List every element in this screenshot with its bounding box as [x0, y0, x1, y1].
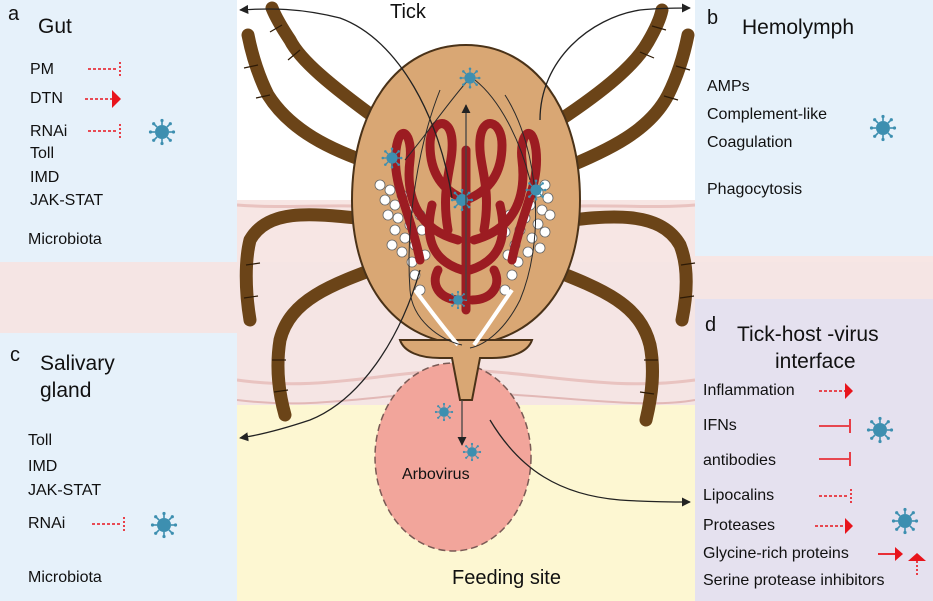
connector-gut	[239, 4, 453, 199]
panel-gut: a Gut PM DTN RNAi Toll IMD JAK-STAT Micr…	[0, 0, 237, 262]
list-item: DTN	[30, 90, 63, 107]
feeding-pool	[374, 362, 532, 552]
panel-title: Gut	[38, 15, 72, 38]
activate-dashed-icon	[85, 90, 121, 108]
list-item: IMD	[30, 169, 60, 186]
salivary-duct-left	[413, 288, 460, 347]
connector-interface	[489, 419, 691, 507]
activate-dashed-up-icon	[908, 553, 926, 575]
list-item: Toll	[28, 432, 53, 449]
list-item: Serine protease inhibitors	[703, 572, 885, 589]
virus-icon	[458, 66, 482, 90]
inhibit-dashed-icon	[92, 517, 125, 531]
panel-gut-symbols	[85, 62, 176, 146]
panel-letter: a	[8, 3, 20, 25]
panel-title-line1: Tick-host -virus	[737, 323, 879, 346]
panel-letter: c	[10, 344, 20, 366]
list-item: Lipocalins	[703, 487, 775, 504]
panel-interface: d Tick-host -virus interface Inflammatio…	[695, 299, 933, 601]
list-item: RNAi	[30, 123, 68, 140]
figure-title: Tick	[390, 1, 426, 23]
virus-icon	[450, 188, 474, 212]
list-item: Phagocytosis	[707, 181, 803, 198]
virus-icon	[866, 416, 894, 444]
panel-title: Hemolymph	[742, 16, 855, 39]
inhibit-dashed-icon	[88, 124, 121, 138]
panel-title-line1: Salivary	[40, 352, 115, 375]
virus-icon	[434, 402, 454, 422]
list-item: RNAi	[28, 515, 66, 532]
panel-hemolymph: b Hemolymph AMPs Complement-like Coagula…	[695, 0, 933, 256]
arbovirus-label: Arbovirus	[402, 466, 470, 483]
panel-connectors	[239, 3, 691, 507]
virus-flow-arrows	[457, 104, 471, 446]
inhibit-dashed-icon	[88, 62, 121, 76]
activate-dashed-icon	[819, 383, 853, 399]
tick-legs	[239, 1, 695, 427]
list-item: Microbiota	[28, 231, 102, 248]
list-item: JAK-STAT	[30, 192, 104, 209]
virus-icon	[869, 114, 897, 142]
tick-leg-joints	[243, 24, 696, 395]
panel-salivary-gland: c Salivary gland Toll IMD JAK-STAT RNAi …	[0, 333, 237, 601]
virus-icon	[380, 146, 404, 170]
salivary-duct-right	[472, 288, 514, 347]
panel-hemolymph-symbols	[869, 114, 897, 142]
virus-icon	[891, 507, 919, 535]
activate-solid-icon	[878, 547, 903, 561]
panel-interface-symbols	[815, 383, 926, 575]
list-item: IFNs	[703, 417, 737, 434]
list-item: Inflammation	[703, 382, 795, 399]
virus-icon	[448, 290, 468, 310]
activate-dashed-icon	[815, 518, 853, 534]
list-item: Microbiota	[28, 569, 102, 586]
list-item: AMPs	[707, 78, 750, 95]
feeding-site-label: Feeding site	[452, 567, 561, 589]
inhibit-solid-icon	[819, 419, 851, 433]
panel-title-line2: gland	[40, 379, 92, 402]
list-item: Complement-like	[707, 106, 828, 123]
list-item: Coagulation	[707, 134, 793, 151]
virus-icon	[150, 511, 178, 539]
tick-internal-lines	[404, 77, 537, 349]
list-item: JAK-STAT	[28, 482, 102, 499]
virus-icon	[524, 178, 548, 202]
list-item: PM	[30, 61, 54, 78]
list-item: Glycine-rich proteins	[703, 545, 849, 562]
panel-letter: b	[707, 7, 719, 29]
inhibit-dashed-icon	[819, 489, 852, 503]
list-item: antibodies	[703, 452, 776, 469]
connector-salivary	[239, 269, 421, 442]
connector-hemolymph	[539, 3, 691, 121]
tick-capitulum	[398, 339, 534, 401]
panel-title-line2: interface	[775, 350, 856, 373]
list-item: Proteases	[703, 517, 776, 534]
virus-icon	[148, 118, 176, 146]
virus-icon	[462, 442, 482, 462]
list-item: IMD	[28, 458, 58, 475]
panel-salivary-symbols	[92, 511, 178, 539]
inhibit-solid-icon	[819, 452, 851, 466]
list-item: Toll	[30, 145, 55, 162]
panel-letter: d	[705, 314, 717, 336]
